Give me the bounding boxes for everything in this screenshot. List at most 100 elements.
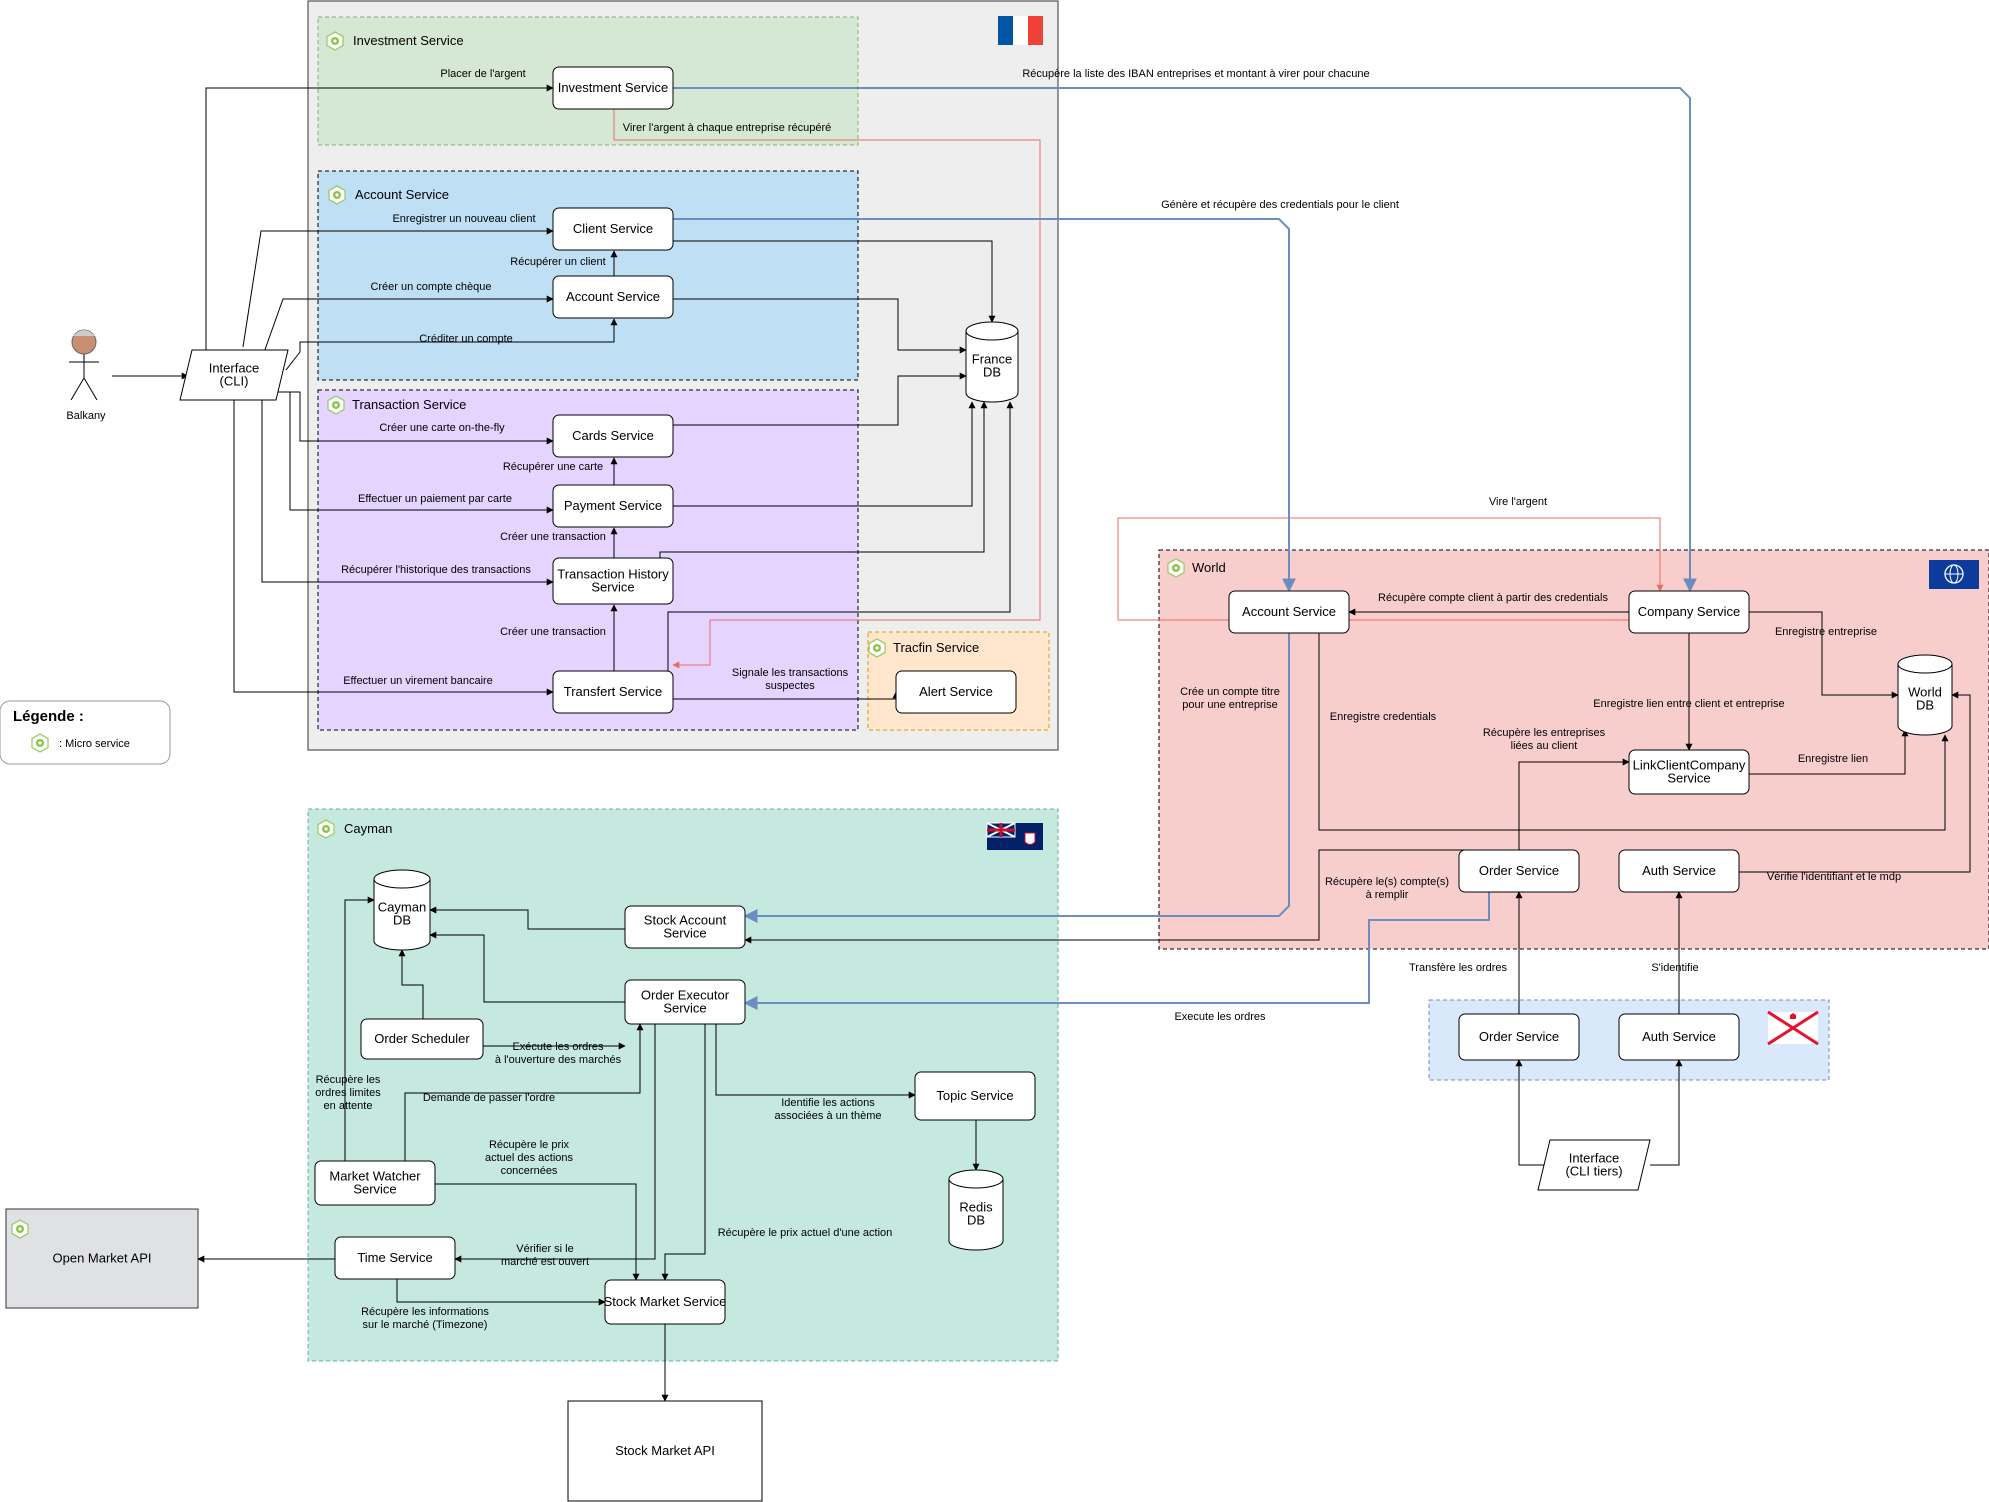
edge-label: Transfère les ordres [1409, 962, 1508, 974]
legend-item: : Micro service [59, 738, 130, 750]
edge-label: Enregistre entreprise [1775, 626, 1877, 638]
edge-label: Enregistrer un nouveau client [392, 213, 535, 225]
edge-label: Virer l'argent à chaque entreprise récup… [623, 122, 832, 134]
connector-arrow [673, 298, 967, 354]
node-label: Topic Service [936, 1088, 1013, 1103]
node-label: Service [1667, 771, 1710, 786]
group-title-cayman: Cayman [344, 821, 392, 836]
node-label: Auth Service [1642, 863, 1716, 878]
node-label: Alert Service [919, 684, 993, 699]
edge-label: Crée un compte titre [1180, 686, 1280, 698]
connector-arrow [435, 1183, 640, 1281]
legend: Légende : : Micro service [0, 700, 171, 765]
connector-arrow [743, 633, 1290, 923]
node-label: DB [393, 913, 411, 928]
connector-arrow [1650, 1059, 1683, 1166]
node-label: Account Service [1242, 604, 1336, 619]
node-label: Account Service [566, 289, 660, 304]
node-jersey-order-service: Order Service [1458, 1013, 1580, 1061]
edge-label: Créer une transaction [500, 531, 606, 543]
microservice-icon [868, 638, 886, 658]
node-label: Market Watcher [329, 1169, 421, 1184]
person-icon [69, 329, 99, 401]
edge-label: Récupérer l'historique des transactions [341, 564, 531, 576]
connector-arrow [673, 218, 1296, 593]
connector-arrow [1518, 758, 1630, 850]
edge-label: Vire l'argent [1489, 496, 1547, 508]
node-label: Cayman [378, 900, 426, 915]
node-company-service: Company Service [1628, 590, 1750, 634]
edge-label: suspectes [765, 680, 815, 692]
edge-label: Demande de passer l'ordre [423, 1092, 555, 1104]
group-title-investment: Investment Service [353, 33, 464, 48]
node-label: Redis [959, 1200, 993, 1215]
edge-label: concernées [501, 1165, 558, 1177]
connector-arrow [673, 240, 996, 323]
node-payment-service: Payment Service [552, 484, 674, 528]
edge-label: Créditer un compte [419, 333, 513, 345]
connector-arrow [233, 400, 554, 696]
edge-label: Enregistre lien [1798, 753, 1868, 765]
node-label: Auth Service [1642, 1029, 1716, 1044]
node-client-service: Client Service [552, 207, 674, 251]
node-transfert-service: Transfert Service [552, 670, 674, 714]
jersey-flag-icon [1767, 1010, 1819, 1046]
node-stock-market-api: Stock Market API [567, 1400, 763, 1502]
group-title-transaction: Transaction Service [352, 397, 466, 412]
connector-arrow [454, 1024, 656, 1263]
microservice-icon [317, 819, 335, 839]
node-investment-service: Investment Service [552, 66, 674, 110]
node-label: DB [967, 1213, 985, 1228]
edge-label: en attente [324, 1100, 373, 1112]
connector-arrow [396, 1279, 606, 1306]
edge-label: marché est ouvert [501, 1256, 589, 1268]
node-label: Stock Account [644, 913, 727, 928]
connector-arrow [667, 401, 1014, 671]
edge-label: Récupérer un client [510, 256, 605, 268]
connector-arrow [1749, 729, 1909, 775]
edge-label: Récupère compte client à partir des cred… [1378, 592, 1608, 604]
group-open-market [5, 1208, 199, 1309]
node-label: Order Executor [641, 988, 730, 1003]
node-label: Company Service [1638, 604, 1741, 619]
node-time-service: Time Service [334, 1236, 456, 1280]
node-label: Time Service [357, 1250, 432, 1265]
node-label: Transfert Service [564, 684, 663, 699]
node-label: Service [591, 580, 634, 595]
edge-label: Récupère les [316, 1074, 381, 1086]
node-label: (CLI tiers) [1565, 1164, 1622, 1179]
connector-arrow [404, 1023, 644, 1161]
node-account-service-fr: Account Service [552, 275, 674, 319]
edge-label: Créer une transaction [500, 626, 606, 638]
node-open-market-api: Open Market API [53, 1251, 152, 1266]
actor-name: Balkany [66, 410, 106, 422]
edge-label: associées à un thème [774, 1110, 881, 1122]
edge-label: Enregistre lien entre client et entrepri… [1593, 698, 1784, 710]
microservice-icon [326, 31, 344, 51]
connector-arrow [261, 295, 554, 359]
connector-arrow [429, 906, 625, 930]
edge-label: Récupère les entreprises [1483, 727, 1606, 739]
connector-arrow [285, 318, 618, 371]
node-label: Stock Market API [615, 1443, 715, 1458]
edge-label: à remplir [1366, 889, 1409, 901]
microservice-icon [328, 185, 346, 205]
edge-label: liées au client [1511, 740, 1578, 752]
connector-arrow [282, 391, 554, 445]
node-label: France [972, 352, 1012, 367]
node-label: Client Service [573, 221, 653, 236]
node-label: Service [353, 1182, 396, 1197]
edge-label: Vérifie l'identifiant et le mdp [1767, 871, 1901, 883]
connector-arrow [661, 1024, 706, 1281]
connector-arrow [673, 87, 1697, 593]
connector-arrow [1749, 611, 1899, 699]
group-title-account: Account Service [355, 187, 449, 202]
node-world-account-service: Account Service [1228, 590, 1350, 634]
node-label: DB [983, 365, 1001, 380]
